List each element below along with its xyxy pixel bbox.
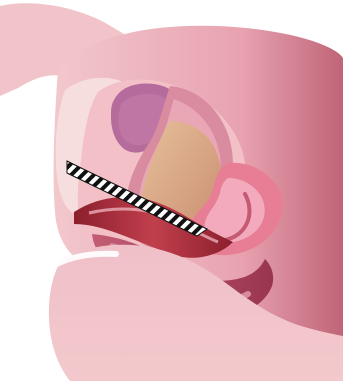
anatomy-diagram — [0, 0, 343, 381]
diagram-canvas — [0, 0, 343, 381]
